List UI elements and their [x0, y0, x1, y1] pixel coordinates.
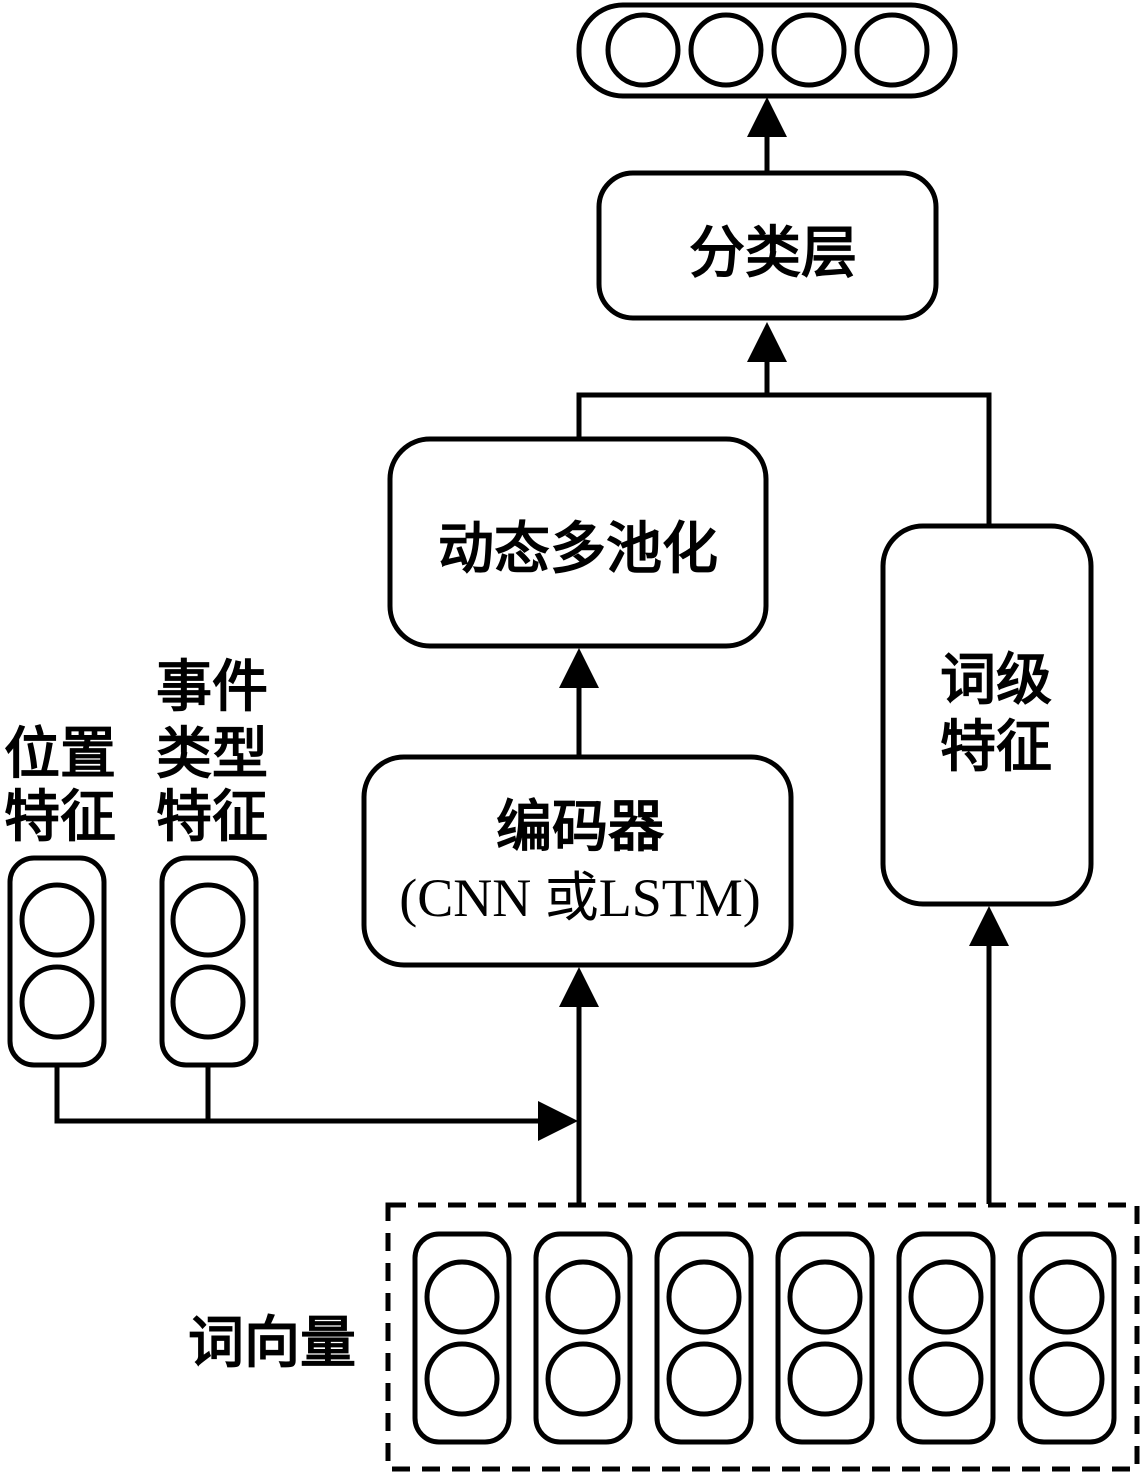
word-level-label-line2: 特征	[940, 714, 1052, 780]
pooling-label: 动态多池化	[438, 516, 718, 582]
output-node	[688, 12, 764, 88]
word-vector-node	[666, 1259, 742, 1335]
event-type-label-line2: 类型	[156, 721, 268, 787]
encoder-label-line2: (CNN 或LSTM)	[399, 868, 761, 928]
position-feature-node	[19, 964, 95, 1040]
arrow-encoder-to-pooling	[559, 648, 599, 756]
word-level-label-line1: 词级	[940, 647, 1052, 713]
word-vector-node	[545, 1259, 621, 1335]
encoder-label-line1: 编码器	[496, 794, 665, 860]
pooling-layer: 动态多池化	[387, 436, 769, 649]
arrow-merge-to-classifier	[576, 322, 992, 526]
arrow-classifier-to-output	[747, 97, 787, 172]
event-type-feature-node	[170, 964, 246, 1040]
word-vector-node	[1029, 1259, 1105, 1335]
classifier-layer: 分类层	[596, 170, 939, 321]
position-feature-nodes	[19, 882, 95, 1040]
word-vectors: 词向量	[188, 1202, 1140, 1472]
event-type-feature-nodes	[170, 882, 246, 1040]
position-feature: 位置 特征	[4, 721, 116, 1068]
encoder-layer: 编码器 (CNN 或LSTM)	[361, 754, 794, 968]
word-vector-node	[787, 1259, 863, 1335]
position-feature-label-line1: 位置	[4, 721, 116, 787]
word-vector-cell	[896, 1231, 996, 1445]
classifier-label: 分类层	[689, 220, 857, 286]
word-level-feature: 词级 特征	[880, 523, 1094, 907]
output-node	[605, 12, 681, 88]
word-vector-node	[424, 1259, 500, 1335]
word-vector-cell	[412, 1231, 512, 1445]
position-feature-node	[19, 882, 95, 958]
output-layer	[576, 2, 958, 99]
word-vector-cell	[1017, 1231, 1117, 1445]
word-vector-node	[1029, 1341, 1105, 1417]
output-nodes	[605, 12, 930, 88]
position-feature-label-line2: 特征	[4, 784, 116, 850]
event-type-label-line1: 事件	[156, 654, 268, 720]
word-vector-cells	[412, 1231, 1117, 1445]
arrow-vectors-to-word-level	[969, 906, 1009, 1204]
output-node	[771, 12, 847, 88]
word-vector-cell	[533, 1231, 633, 1445]
word-vectors-label: 词向量	[188, 1310, 356, 1376]
word-vector-node	[908, 1341, 984, 1417]
output-node	[854, 12, 930, 88]
word-vector-node	[545, 1341, 621, 1417]
event-type-label-line3: 特征	[156, 784, 268, 850]
word-vector-node	[666, 1341, 742, 1417]
word-vector-node	[424, 1341, 500, 1417]
word-vector-node	[787, 1341, 863, 1417]
word-vector-node	[908, 1259, 984, 1335]
event-type-feature: 事件 类型 特征	[156, 654, 268, 1068]
word-vector-cell	[654, 1231, 754, 1445]
word-vectors-dashed-frame	[385, 1202, 1140, 1472]
arrow-vectors-to-encoder	[559, 967, 599, 1204]
event-type-feature-node	[170, 882, 246, 958]
arrow-features-to-encoder-input	[54, 1066, 578, 1141]
word-vector-cell	[775, 1231, 875, 1445]
